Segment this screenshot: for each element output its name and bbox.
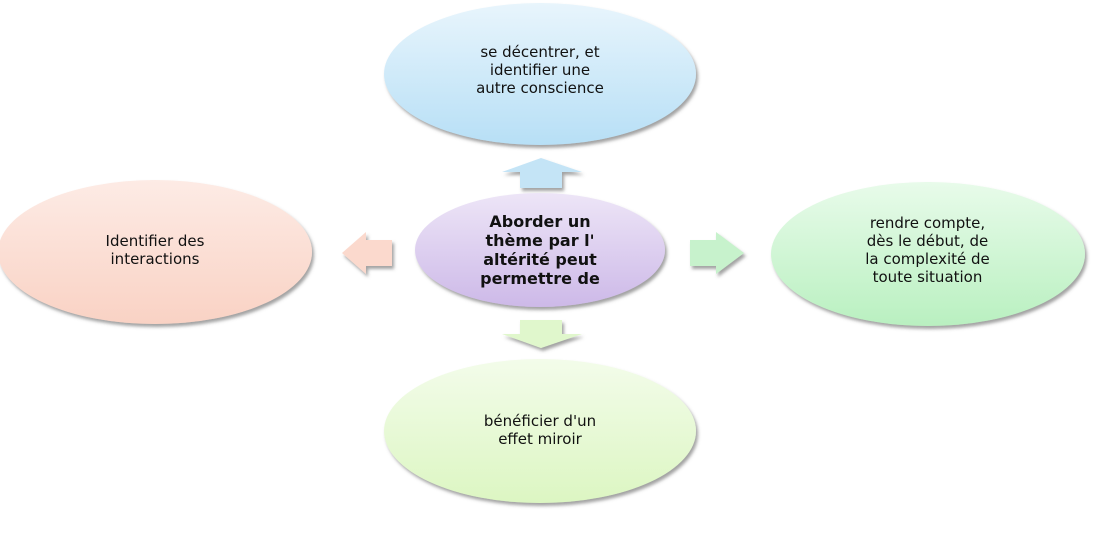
arrow-up-icon — [502, 158, 582, 188]
center-node-shape — [415, 193, 665, 307]
center-node-text: Aborder un thème par l' altérité peut pe… — [480, 212, 600, 288]
node-top-text: se décentrer, et identifier une autre co… — [476, 43, 604, 97]
node-top-shape — [384, 3, 696, 145]
arrow-down-icon — [502, 320, 582, 348]
node-left-text: Identifier des interactions — [105, 232, 205, 268]
arrow-left-icon — [342, 232, 392, 274]
node-bottom-shape — [384, 359, 696, 503]
node-right-text: rendre compte, dès le début, de la compl… — [865, 214, 990, 286]
node-right-shape — [771, 182, 1085, 326]
node-bottom-text: bénéficier d'un effet miroir — [483, 412, 597, 448]
node-left-shape — [0, 180, 312, 324]
arrow-right-icon — [690, 232, 744, 274]
